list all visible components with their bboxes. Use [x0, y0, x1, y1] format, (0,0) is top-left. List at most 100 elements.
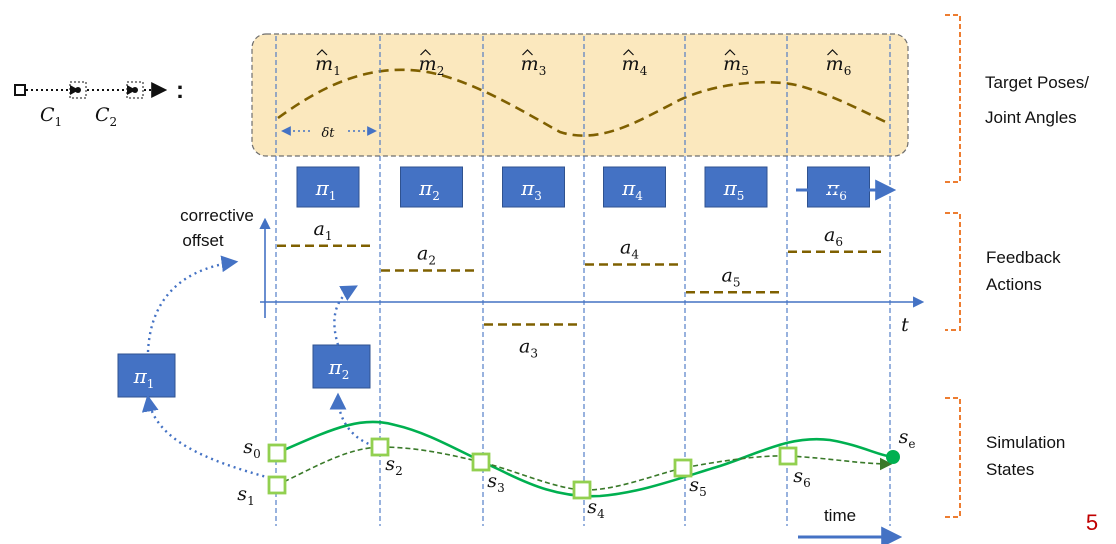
- pi2-to-offset-arrow: [333, 285, 358, 346]
- side-policy-label-2-sub: 2: [342, 368, 350, 382]
- state-label-1-sub: 1: [247, 494, 255, 508]
- state-label-e-base: s: [899, 426, 909, 448]
- state-square-2: [370, 437, 390, 457]
- x-axis-label: t: [901, 314, 909, 336]
- legend-arrowhead-2: [127, 85, 136, 95]
- side-policy-label-1-sub: 1: [147, 377, 155, 391]
- target-bracket: [945, 14, 961, 183]
- policy-label-3-base: π: [520, 176, 535, 200]
- s1-to-pi1-arrow: [141, 394, 271, 480]
- action-label-2: a2: [417, 243, 436, 268]
- policy-label-2-sub: 2: [432, 189, 440, 203]
- state-markers: [267, 437, 798, 500]
- state-label-6-sub: 6: [803, 476, 811, 490]
- side-policy-label-2: π2: [328, 355, 350, 382]
- time-label: time: [824, 506, 856, 525]
- state-label-4-sub: 4: [597, 507, 605, 521]
- action-label-6: a6: [824, 224, 843, 249]
- pi1-to-offset-arrow: [146, 255, 239, 353]
- target-label-3: m3: [521, 53, 547, 78]
- target-label-1: m1: [315, 53, 341, 78]
- target-hat-1: [316, 49, 328, 56]
- action-label-5-sub: 5: [733, 275, 741, 289]
- target-label-4-base: m: [622, 53, 640, 75]
- target-label-5-sub: 5: [741, 64, 749, 78]
- action-label-3: a3: [519, 336, 538, 361]
- target-label-2-sub: 2: [437, 64, 445, 78]
- state-label-0-sub: 0: [253, 447, 261, 461]
- simulated-trajectory: [276, 420, 894, 498]
- state-label-3: s3: [487, 470, 504, 495]
- policy-label-4: π4: [621, 176, 643, 203]
- delta-t-label-bg: [310, 121, 346, 141]
- target-label-5-base: m: [723, 53, 741, 75]
- legend-arrowhead-1: [70, 85, 79, 95]
- state-label-0-base: s: [243, 436, 253, 458]
- policy-label-6-base: π: [825, 176, 840, 200]
- action-label-6-base: a: [824, 224, 835, 246]
- target-label-2: m2: [419, 53, 445, 78]
- policy-box-5: [704, 166, 768, 208]
- target-label-line2: Joint Angles: [985, 108, 1077, 127]
- sim-bracket: [945, 397, 961, 518]
- target-hat-4: [623, 49, 634, 56]
- action-label-4-sub: 4: [631, 248, 639, 262]
- legend-label-c1: C1: [40, 104, 62, 129]
- legend-dot-2: [132, 87, 138, 93]
- policy-label-2: π2: [418, 176, 440, 203]
- target-label-6-base: m: [826, 53, 844, 75]
- legend-dot-1: [75, 87, 81, 93]
- state-label-3-sub: 3: [497, 481, 505, 495]
- policy-label-1-base: π: [315, 176, 330, 200]
- state-label-3-base: s: [487, 470, 497, 492]
- action-label-5-base: a: [722, 264, 733, 286]
- action-label-2-base: a: [417, 243, 428, 265]
- y-axis-label-line2: offset: [182, 231, 224, 250]
- policy-label-4-sub: 4: [635, 189, 643, 203]
- right-brackets: Target Poses/ Joint Angles Feedback Acti…: [945, 14, 1089, 518]
- state-label-0: s0: [243, 436, 260, 461]
- sim-label-line2: States: [986, 460, 1034, 479]
- state-label-4-base: s: [587, 496, 597, 518]
- target-band: [251, 33, 909, 157]
- s2-to-pi2-arrow: [329, 392, 375, 448]
- legend-label-c2: C2: [95, 104, 117, 129]
- policy-label-5-base: π: [723, 176, 738, 200]
- legend-colon: :: [176, 77, 184, 104]
- policy-label-3-sub: 3: [534, 189, 542, 203]
- state-square-4: [572, 480, 592, 500]
- policy-label-5-sub: 5: [737, 189, 745, 203]
- side-policy-box-1: [117, 353, 176, 398]
- target-hat-2: [420, 49, 431, 56]
- policy-box-2: [400, 166, 463, 208]
- action-label-3-base: a: [519, 336, 530, 358]
- side-policy-label-1-base: π: [133, 364, 148, 388]
- policy-box-4: [603, 166, 666, 208]
- page-number: 5: [1086, 510, 1098, 535]
- legend: C1 C2 :: [14, 77, 184, 129]
- policy-label-4-base: π: [621, 176, 636, 200]
- action-label-1-base: a: [314, 218, 325, 240]
- state-label-4: s4: [587, 496, 605, 521]
- state-label-5: s5: [689, 474, 706, 499]
- state-square-3: [471, 452, 491, 472]
- target-label-1-base: m: [315, 53, 333, 75]
- action-label-4: a4: [620, 237, 639, 262]
- action-label-4-base: a: [620, 237, 631, 259]
- side-policy-label-2-base: π: [328, 355, 343, 379]
- action-label-5: a5: [722, 264, 741, 289]
- target-hat-3: [522, 49, 533, 56]
- policy-label-5: π5: [723, 176, 745, 203]
- feedback-label-line2: Actions: [986, 275, 1042, 294]
- feedback-bracket: [945, 212, 961, 331]
- target-label-1-sub: 1: [333, 64, 341, 78]
- state-label-1: s1: [237, 483, 254, 508]
- target-label-5: m5: [723, 53, 749, 78]
- state-label-e-sub: e: [908, 437, 915, 451]
